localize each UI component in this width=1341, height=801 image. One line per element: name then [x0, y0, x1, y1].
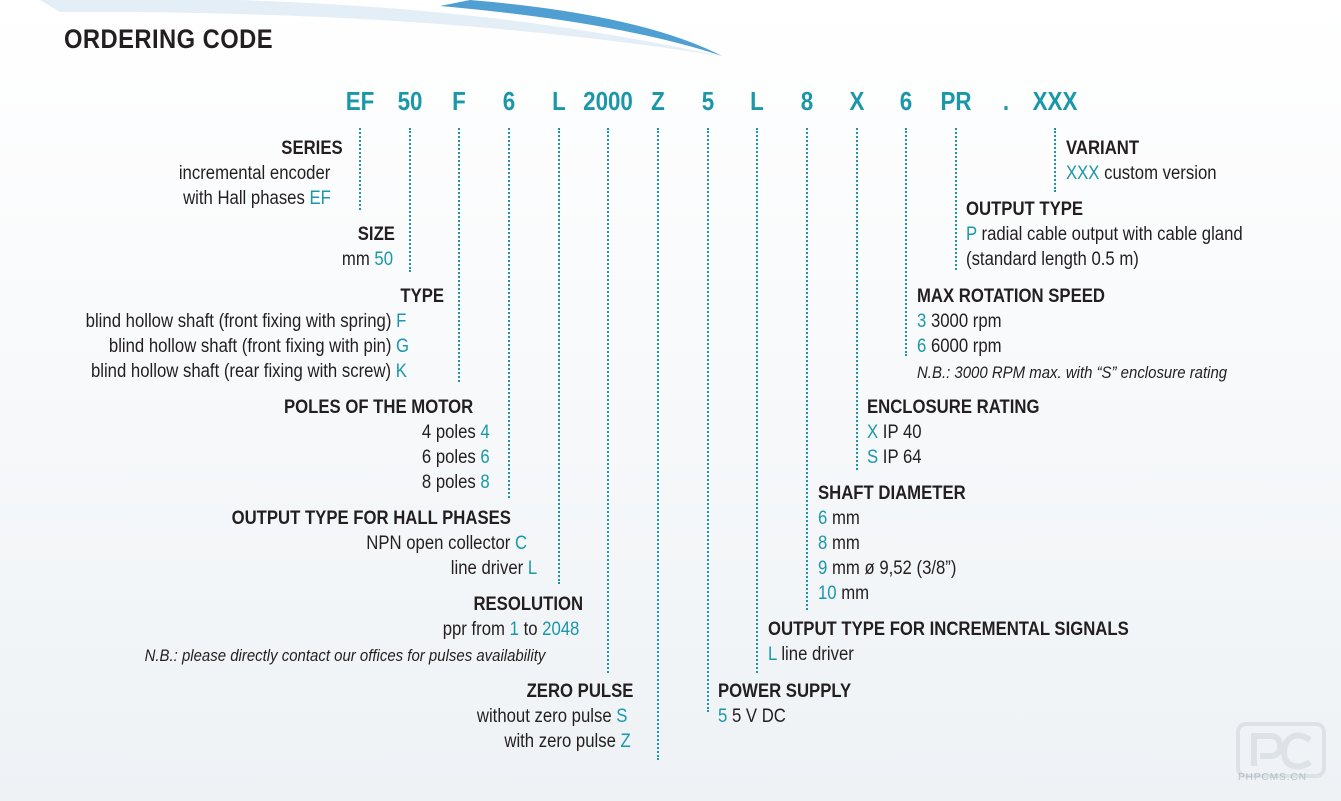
poles-option: 4 poles 4 — [421, 422, 490, 443]
shaft-option: 10 mm — [818, 583, 870, 604]
code-size: 50 — [397, 86, 423, 116]
hall-output-option: NPN open collector C — [366, 533, 528, 554]
hall-output-option: line driver L — [450, 558, 538, 579]
resolution-note: N.B.: please directly contact our office… — [144, 646, 546, 665]
enclosure-heading: ENCLOSURE RATING — [867, 397, 1040, 418]
enclosure-option: S IP 64 — [867, 447, 922, 468]
poles-option: 8 poles 8 — [421, 472, 490, 493]
shaft-option: 8 mm — [818, 533, 860, 554]
connector-variant — [1054, 128, 1056, 192]
enclosure-option: X IP 40 — [867, 422, 922, 443]
shaft-heading: SHAFT DIAMETER — [818, 483, 966, 504]
size-line: mm 50 — [341, 249, 394, 270]
series-heading: SERIES — [281, 138, 343, 159]
incremental-output-heading: OUTPUT TYPE FOR INCREMENTAL SIGNALS — [768, 619, 1129, 640]
connector-enclosure — [856, 128, 858, 470]
header-swoosh — [40, 0, 722, 56]
code-variant: XXX — [1032, 86, 1078, 116]
code-separator: . — [1002, 86, 1010, 116]
page-title: ORDERING CODE — [64, 24, 274, 54]
code-zero-pulse: Z — [651, 86, 665, 116]
code-incremental-output: L — [750, 86, 764, 116]
output-type-option: P radial cable output with cable gland — [966, 224, 1243, 245]
connector-resolution — [607, 128, 609, 673]
connector-shaft — [806, 128, 808, 610]
watermark-logo — [1236, 722, 1326, 778]
hall-output-heading: OUTPUT TYPE FOR HALL PHASES — [231, 508, 511, 529]
type-heading: TYPE — [400, 286, 445, 307]
resolution-range: ppr from 1 to 2048 — [442, 619, 580, 640]
connector-incremental-output — [756, 128, 758, 673]
code-output-type: PR — [940, 86, 972, 116]
connector-poles — [508, 128, 510, 498]
watermark-text: PHPCMS.CN — [1238, 772, 1308, 783]
zero-pulse-heading: ZERO PULSE — [526, 681, 634, 702]
max-speed-option: 3 3000 rpm — [917, 311, 1002, 332]
power-supply-option: 5 5 V DC — [718, 706, 786, 727]
max-speed-note: N.B.: 3000 RPM max. with “S” enclosure r… — [917, 363, 1228, 382]
type-option: blind hollow shaft (front fixing with sp… — [85, 311, 407, 332]
code-poles: 6 — [502, 86, 516, 116]
zero-pulse-option: without zero pulse S — [476, 706, 628, 727]
code-enclosure: X — [849, 86, 865, 116]
connector-power-supply — [707, 128, 709, 712]
shaft-option: 6 mm — [818, 508, 860, 529]
resolution-heading: RESOLUTION — [473, 594, 584, 615]
code-type: F — [452, 86, 466, 116]
max-speed-option: 6 6000 rpm — [917, 336, 1002, 357]
output-type-note: (standard length 0.5 m) — [966, 249, 1139, 270]
code-power-supply: 5 — [701, 86, 715, 116]
incremental-output-option: L line driver — [768, 644, 854, 665]
output-type-heading: OUTPUT TYPE — [966, 199, 1084, 220]
connector-type — [458, 128, 460, 382]
connector-hall-output — [558, 128, 560, 584]
connector-series — [359, 128, 361, 210]
type-option: blind hollow shaft (front fixing with pi… — [108, 336, 410, 357]
code-max-speed: 6 — [899, 86, 913, 116]
type-option: blind hollow shaft (rear fixing with scr… — [90, 361, 407, 382]
connector-size — [409, 128, 411, 272]
max-speed-heading: MAX ROTATION SPEED — [917, 286, 1105, 307]
code-series: EF — [345, 86, 375, 116]
connector-zero-pulse — [657, 128, 659, 760]
zero-pulse-option: with zero pulse Z — [504, 731, 631, 752]
connector-output-type — [955, 128, 957, 270]
power-supply-heading: POWER SUPPLY — [718, 681, 852, 702]
code-shaft: 8 — [800, 86, 814, 116]
shaft-option: 9 mm ø 9,52 (3/8”) — [818, 558, 957, 579]
variant-option: XXX custom version — [1066, 163, 1217, 184]
poles-heading: POLES OF THE MOTOR — [284, 397, 474, 418]
connector-max-speed — [905, 128, 907, 356]
series-desc: incremental encoder — [178, 163, 331, 184]
poles-option: 6 poles 6 — [421, 447, 490, 468]
series-code-line: with Hall phases EF — [183, 188, 331, 209]
size-heading: SIZE — [357, 224, 395, 245]
code-resolution: 2000 — [583, 86, 633, 116]
variant-heading: VARIANT — [1066, 138, 1140, 159]
code-hall-output: L — [552, 86, 566, 116]
